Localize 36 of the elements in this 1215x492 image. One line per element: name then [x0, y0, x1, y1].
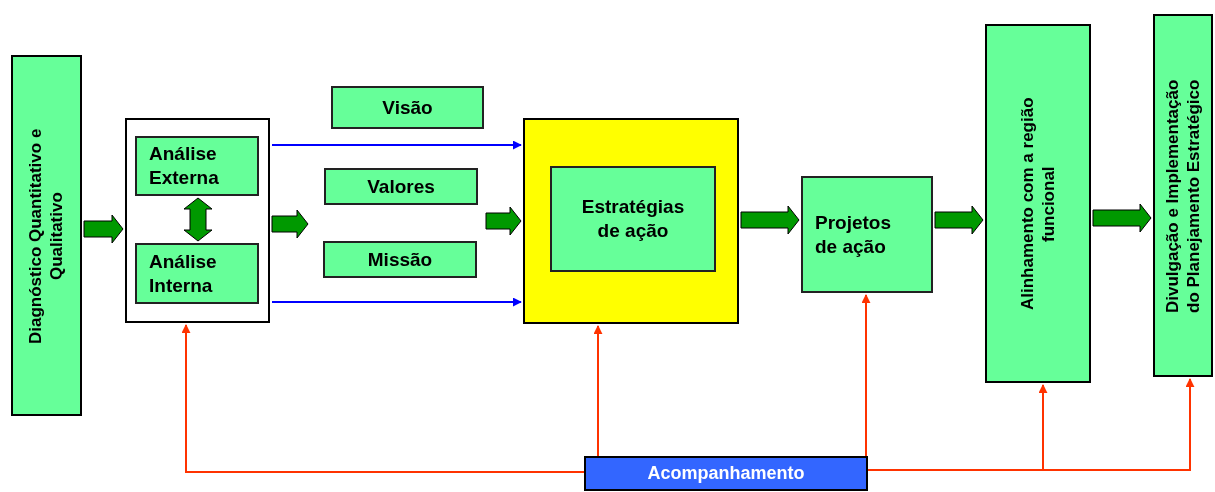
block-arrow — [934, 205, 984, 235]
box-label: Divulgação e Implementação do Planejamento Estratégico — [1161, 77, 1204, 315]
double-block-arrow — [183, 197, 213, 242]
block-arrow — [83, 214, 124, 244]
process-box — [11, 55, 82, 416]
box-label: Valores — [367, 174, 435, 199]
block-arrow — [740, 205, 800, 235]
block-arrow — [485, 206, 522, 236]
box-label: Projetos de ação — [815, 210, 893, 259]
process-box — [1153, 14, 1213, 377]
box-label: Diagnóstico Quantitativo e Qualitativo — [25, 126, 68, 346]
block-arrow — [1092, 203, 1152, 233]
box-label: Análise Interna — [149, 249, 218, 298]
process-box — [801, 176, 933, 293]
box-label: Visão — [382, 95, 433, 120]
box-label: Alinhamento com a região funcional — [1016, 96, 1059, 312]
arrow — [271, 297, 522, 307]
arrow — [181, 324, 585, 473]
process-box — [324, 168, 478, 205]
process-box — [135, 243, 259, 304]
box-label: Acompanhamento — [647, 462, 805, 485]
arrow — [271, 140, 522, 150]
process-box — [323, 241, 477, 278]
group-box — [523, 118, 739, 324]
group-box — [125, 118, 270, 323]
block-arrow — [271, 209, 309, 239]
box-label: Análise Externa — [149, 142, 220, 190]
box-label: Missão — [367, 247, 433, 272]
process-box — [550, 166, 716, 272]
arrow — [593, 325, 603, 457]
process-box — [985, 24, 1091, 383]
box-label: Estratégias de ação — [580, 195, 686, 243]
monitoring-box — [584, 456, 868, 491]
process-box — [135, 136, 259, 196]
process-box — [331, 86, 484, 129]
arrow — [861, 294, 871, 457]
